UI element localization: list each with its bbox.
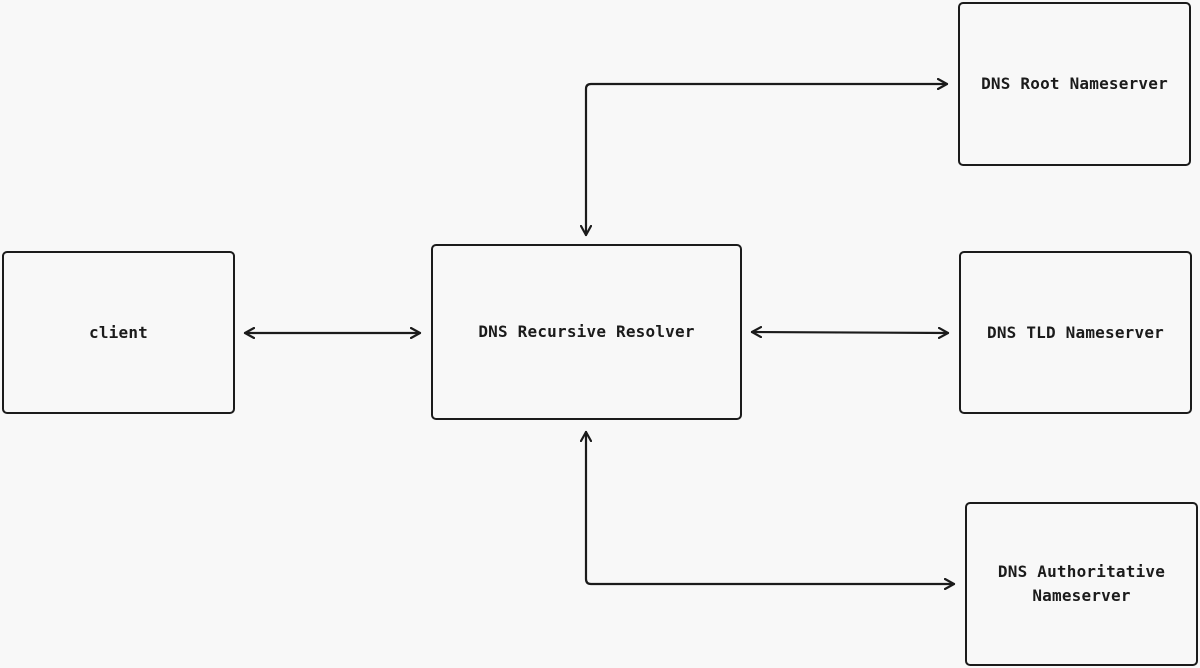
authoritative-nameserver-label: DNS Authoritative Nameserver bbox=[997, 562, 1166, 605]
tld-nameserver-node[interactable]: DNS TLD Nameserver bbox=[959, 251, 1192, 414]
recursive-resolver-node[interactable]: DNS Recursive Resolver bbox=[431, 244, 742, 420]
client-label: client bbox=[89, 322, 148, 342]
authoritative-nameserver-node[interactable]: DNS Authoritative Nameserver bbox=[965, 502, 1198, 666]
root-nameserver-label: DNS Root Nameserver bbox=[981, 74, 1168, 93]
client-node[interactable]: client bbox=[2, 251, 235, 414]
edge-resolver-tld bbox=[750, 332, 950, 333]
tld-nameserver-label: DNS TLD Nameserver bbox=[987, 322, 1164, 342]
edge-resolver-authoritative bbox=[586, 430, 956, 584]
root-nameserver-node[interactable]: DNS Root Nameserver bbox=[958, 2, 1191, 166]
edge-resolver-root bbox=[586, 84, 949, 237]
recursive-resolver-label: DNS Recursive Resolver bbox=[478, 322, 695, 341]
